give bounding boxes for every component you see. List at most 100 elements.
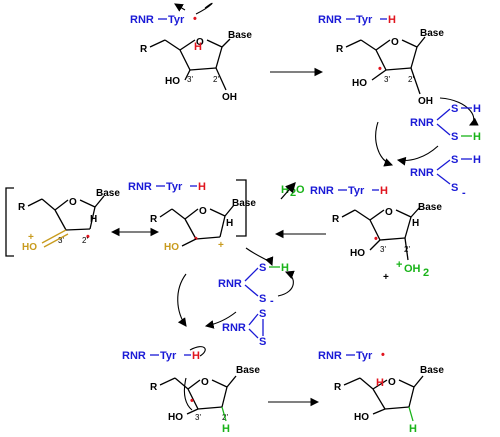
sulfur: S — [259, 336, 266, 348]
bond — [398, 379, 415, 388]
bond — [54, 209, 67, 231]
sulfur: S — [451, 103, 458, 115]
tyr-radical: • — [381, 349, 385, 361]
c3-label: 3' — [380, 245, 386, 254]
ho-label: HO — [165, 76, 180, 87]
bond — [404, 237, 409, 261]
bond — [395, 209, 412, 218]
h-label: H — [192, 350, 200, 362]
ring-oxygen: O — [201, 377, 209, 388]
bond — [375, 49, 387, 71]
bond — [221, 386, 228, 408]
rnr-label: RNR — [218, 278, 242, 290]
bond — [187, 379, 201, 390]
thiol-h-green: H — [473, 131, 481, 143]
bracket-right — [236, 179, 247, 237]
rnr-label: RNR — [122, 350, 146, 362]
bond — [410, 206, 421, 218]
bond — [436, 159, 451, 171]
sulfur-thiolate: S — [451, 182, 458, 194]
bond — [410, 46, 418, 69]
fishhook-arrow — [195, 2, 213, 15]
bond — [385, 67, 412, 71]
c2-label: 2' — [404, 245, 410, 254]
reaction-arrow — [375, 121, 394, 167]
r-group: R — [150, 214, 158, 225]
rnr-label: RNR — [222, 322, 246, 334]
bond — [41, 198, 56, 211]
bond — [384, 406, 410, 410]
fishhook-arrow — [189, 346, 206, 357]
bond — [408, 386, 415, 408]
ring-oxygen: O — [385, 207, 393, 218]
bond — [65, 228, 91, 231]
plus-charge: + — [396, 259, 402, 271]
bond — [410, 67, 421, 95]
bond — [179, 49, 191, 71]
bond — [248, 328, 259, 339]
c2-label: 2' — [408, 75, 414, 84]
sulfur: S — [259, 262, 266, 274]
bond — [343, 377, 361, 386]
oh-label: OH — [222, 92, 237, 103]
bond — [354, 209, 371, 221]
c2-h-green: H — [222, 423, 230, 435]
tyr-radical: • — [193, 13, 197, 25]
c1-h: H — [90, 214, 97, 225]
tyr-label: Tyr — [356, 350, 373, 362]
structure-2-radical: RNR Tyr H R O Base • 3' 2' HO OH — [318, 14, 479, 126]
bond — [369, 219, 381, 241]
structure-3-protonated: RNR Tyr H R O Base H • 3' 2' HO + OH 2 + — [310, 185, 442, 283]
bond — [341, 209, 356, 218]
bond — [211, 379, 228, 388]
fishhook-arrow — [183, 377, 193, 411]
ho-label: HO — [352, 78, 367, 89]
thiolate-1: RNR S H S - — [410, 154, 481, 199]
minus-charge: - — [270, 295, 274, 307]
bond — [345, 39, 362, 48]
bond — [206, 39, 223, 48]
c3-label: 3' — [384, 75, 390, 84]
bond — [375, 39, 391, 51]
bond — [244, 267, 259, 282]
bond — [174, 377, 189, 390]
bond — [248, 313, 259, 326]
base-label: Base — [228, 30, 252, 41]
base-label: Base — [96, 188, 120, 199]
curved-arrow — [245, 247, 274, 267]
ho-label: HO — [168, 412, 183, 423]
oh2-subscript: 2 — [423, 267, 429, 279]
bond — [360, 39, 377, 51]
c3-radical: • — [378, 63, 382, 75]
c3-label: 3' — [195, 413, 201, 422]
bond — [436, 173, 451, 185]
bond — [181, 238, 197, 247]
bond — [171, 208, 186, 220]
sulfur: S — [451, 131, 458, 143]
oh2-label: OH — [404, 263, 421, 275]
ho-label-gold: HO — [164, 242, 179, 253]
bond — [43, 233, 69, 248]
h-label: H — [380, 185, 388, 197]
ring-oxygen: O — [199, 206, 207, 217]
disulfide: RNR S S — [222, 308, 266, 348]
bond — [184, 208, 199, 220]
rnr-label: RNR — [310, 185, 334, 197]
r-group: R — [140, 44, 148, 55]
r-group: R — [336, 44, 344, 55]
base-label: Base — [420, 365, 444, 376]
curved-arrow — [277, 270, 295, 297]
thiol-pair-2: RNR S H S - — [218, 247, 295, 307]
bond — [195, 236, 221, 240]
bond — [401, 39, 418, 48]
bond — [41, 229, 67, 244]
bond — [413, 375, 424, 388]
h3-highlight: H — [194, 41, 202, 53]
bond — [89, 206, 96, 230]
ho-label: HO — [350, 248, 365, 259]
bond — [224, 204, 235, 217]
sulfur-thiolate: S — [259, 293, 266, 305]
tyr-label: Tyr — [348, 185, 365, 197]
bond — [184, 218, 197, 240]
bond — [369, 239, 381, 251]
